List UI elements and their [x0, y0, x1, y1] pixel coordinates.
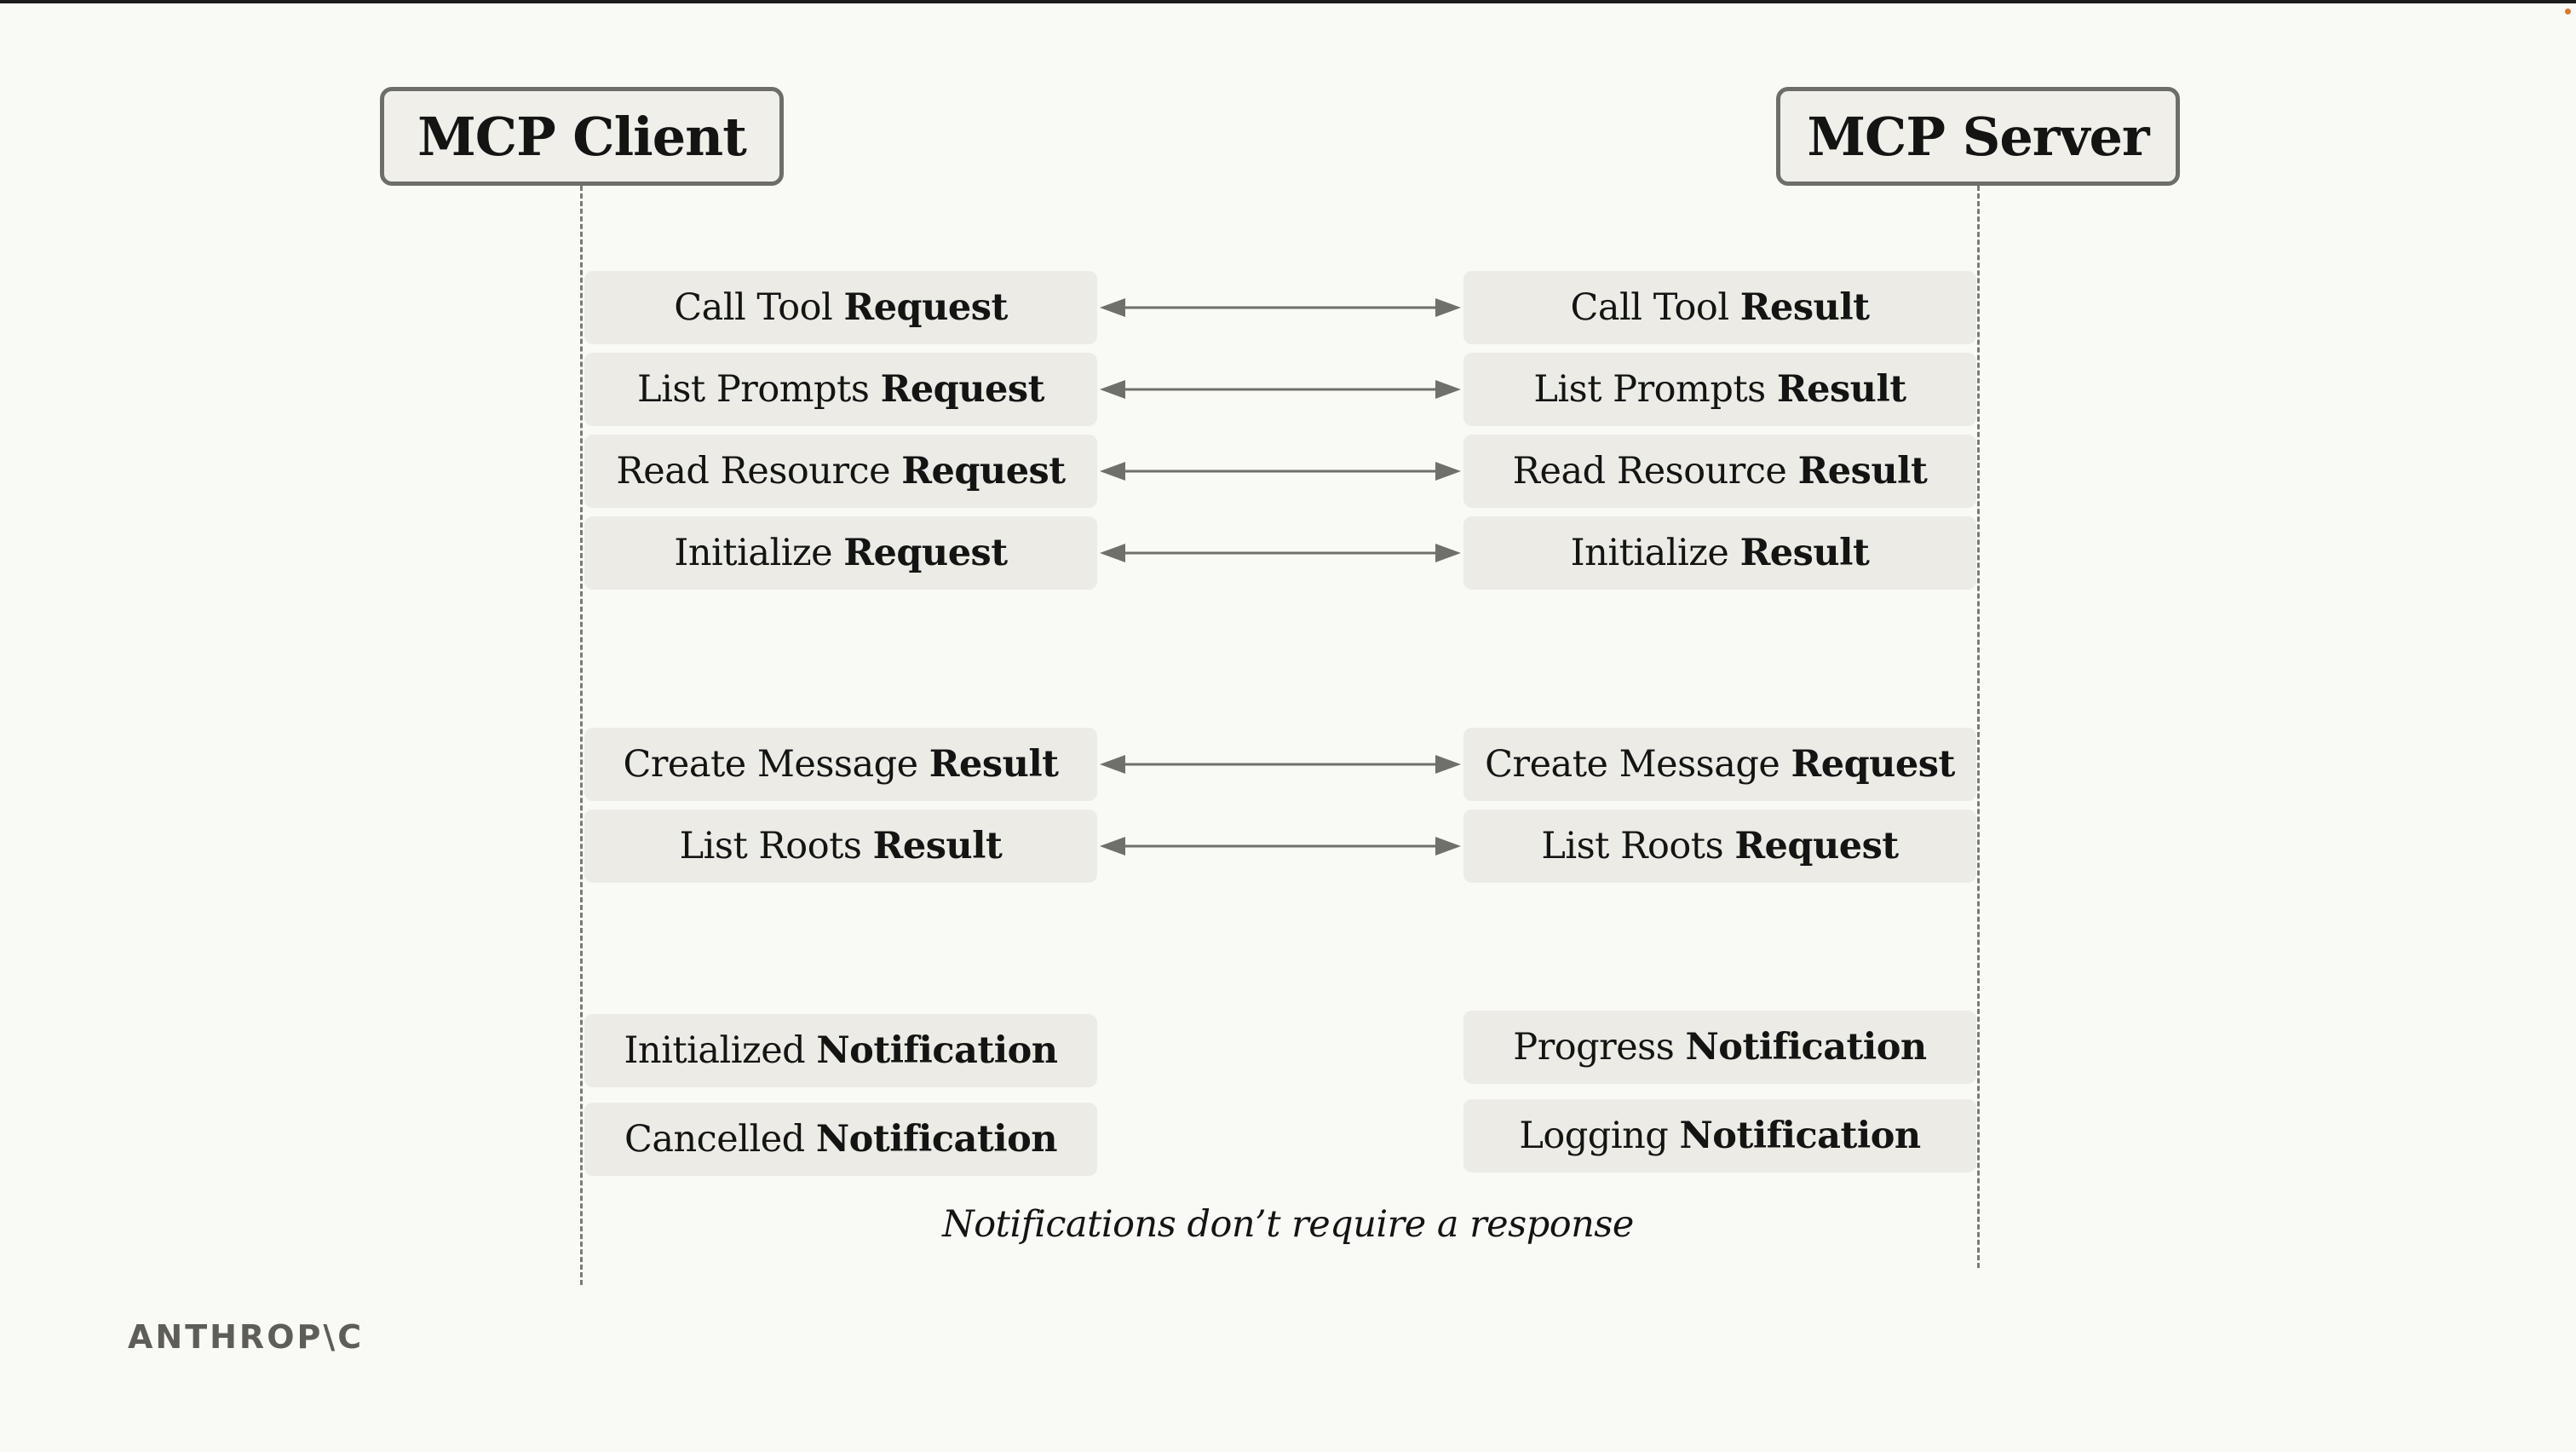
initialize-arrow — [1100, 544, 1461, 562]
mcp-server-box: MCP Server — [1776, 87, 2180, 186]
list-roots-arrow — [1100, 837, 1461, 856]
client-call-tool-request: Call Tool Request — [584, 271, 1097, 344]
client-cancelled-notification: Cancelled Notification — [584, 1103, 1097, 1176]
client-list-prompts-request: List Prompts Request — [584, 353, 1097, 426]
server-create-message-request: Create Message Request — [1463, 728, 1976, 801]
server-read-resource-result: Read Resource Result — [1463, 435, 1976, 508]
client-create-message-result: Create Message Result — [584, 728, 1097, 801]
client-initialized-notification: Initialized Notification — [584, 1014, 1097, 1087]
server-list-prompts-result: List Prompts Result — [1463, 353, 1976, 426]
client-lifeline — [580, 186, 583, 1285]
mcp-client-box: MCP Client — [380, 87, 784, 186]
server-list-roots-request: List Roots Request — [1463, 810, 1976, 883]
read-resource-arrow — [1100, 462, 1461, 481]
server-call-tool-result: Call Tool Result — [1463, 271, 1976, 344]
create-message-arrow — [1100, 755, 1461, 774]
server-lifeline — [1977, 186, 1980, 1268]
client-initialize-request: Initialize Request — [584, 516, 1097, 590]
notifications-note: Notifications don’t require a response — [942, 1203, 1634, 1246]
server-progress-notification: Progress Notification — [1463, 1011, 1976, 1084]
top-border — [0, 0, 2576, 3]
client-read-resource-request: Read Resource Request — [584, 435, 1097, 508]
server-initialize-result: Initialize Result — [1463, 516, 1976, 590]
status-dot — [2565, 9, 2571, 14]
anthropic-logo: ANTHROP\C — [128, 1318, 365, 1356]
call-tool-arrow — [1100, 298, 1461, 317]
server-logging-notification: Logging Notification — [1463, 1099, 1976, 1173]
client-list-roots-result: List Roots Result — [584, 810, 1097, 883]
list-prompts-arrow — [1100, 380, 1461, 399]
